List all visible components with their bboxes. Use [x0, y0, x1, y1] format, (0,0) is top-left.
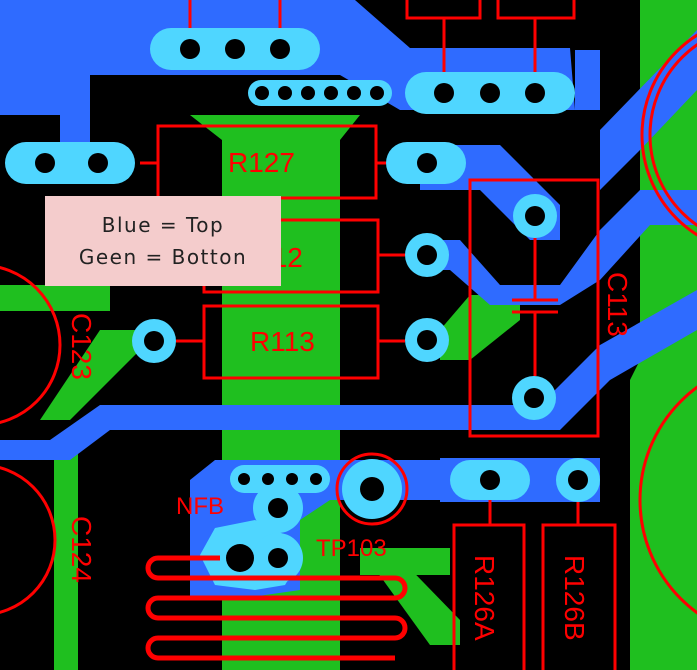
label-c123: C123	[66, 313, 97, 380]
label-r126a: R126A	[469, 555, 500, 641]
label-nfb: NFB	[176, 493, 224, 520]
label-r113: R113	[250, 326, 315, 357]
layer-legend: Blue = Top Geen = Botton	[45, 196, 281, 286]
drill-holes	[35, 39, 588, 572]
label-c113: C113	[602, 272, 633, 337]
legend-bottom-layer: Geen = Botton	[78, 245, 248, 269]
label-r126b: R126B	[559, 555, 590, 641]
label-r127: R127	[228, 147, 295, 178]
label-c124: C124	[66, 516, 97, 583]
component-labels: R127 R112 R113 C113 C123 C124 NFB TP103 …	[66, 147, 633, 641]
label-tp103: TP103	[316, 535, 387, 562]
legend-top-layer: Blue = Top	[101, 213, 225, 237]
